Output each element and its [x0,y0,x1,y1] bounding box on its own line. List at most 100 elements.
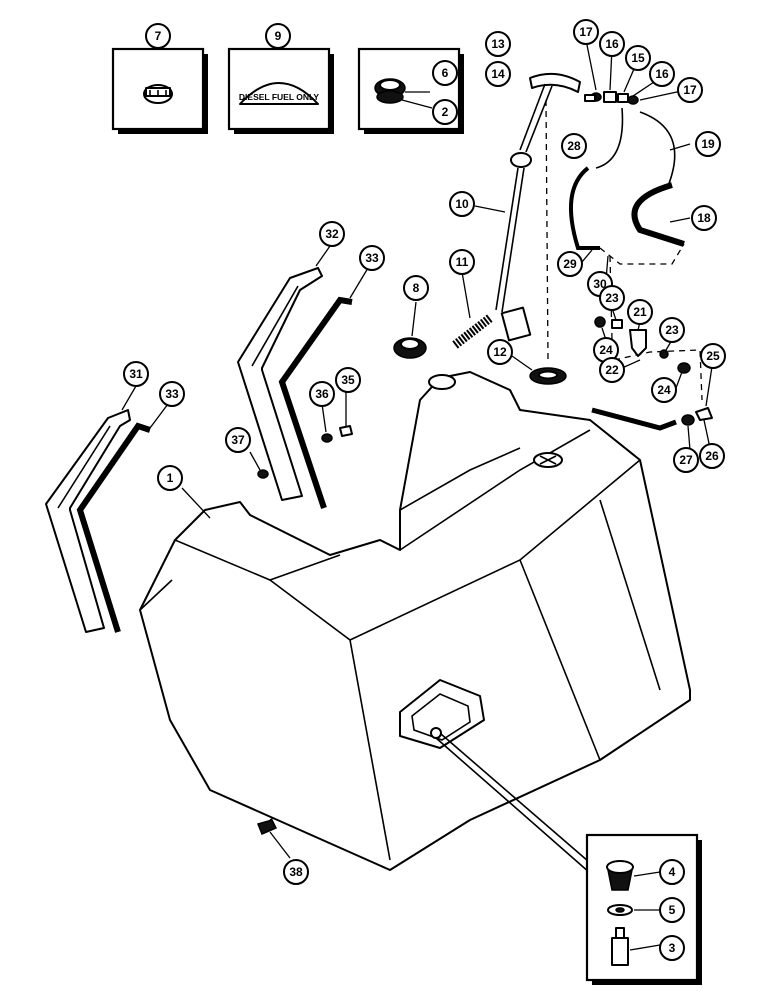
callout-label: 30 [593,277,607,291]
part-38 [256,819,291,859]
callout-label: 33 [365,251,379,265]
fittings-row [584,44,687,105]
callout-label: 24 [657,383,671,397]
callout-17b: 17 [677,77,703,103]
callout-label: 8 [413,281,420,295]
inset-decal: DIESEL FUEL ONLY [227,47,334,134]
callout-21: 21 [627,299,653,325]
callout-36: 36 [309,381,335,407]
callout-label: 16 [605,37,619,51]
callouts: 7 9 6 2 13 14 17 16 15 16 17 28 19 10 18… [123,19,726,961]
strap-33-lower [76,403,169,633]
callout-label: 33 [165,387,179,401]
callout-1: 1 [157,465,183,491]
callout-label: 23 [605,291,619,305]
hoses-19-29 [568,107,691,281]
callout-24b: 24 [651,377,677,403]
grommet-parts [393,301,567,385]
callout-16a: 16 [599,31,625,57]
callout-4: 4 [659,859,685,885]
callout-label: 13 [491,37,505,51]
callout-3: 3 [659,935,685,961]
callout-25: 25 [700,343,726,369]
fuel-tank [139,371,691,871]
callout-31: 31 [123,361,149,387]
callout-18: 18 [691,205,717,231]
callout-19: 19 [695,131,721,157]
callout-10: 10 [449,191,475,217]
callout-2: 2 [432,99,458,125]
hardware-35-36-37 [249,392,353,479]
callout-28: 28 [561,133,587,159]
callout-label: 17 [683,83,697,97]
callout-label: 25 [706,349,720,363]
callout-label: 7 [155,29,162,43]
callout-8: 8 [403,275,429,301]
callout-37: 37 [225,427,251,453]
callout-label: 19 [701,137,715,151]
callout-label: 9 [275,29,282,43]
callout-label: 37 [231,433,245,447]
callout-label: 2 [442,105,449,119]
callout-24a: 24 [593,337,619,363]
callout-32: 32 [319,221,345,247]
callout-15: 15 [625,45,651,71]
callout-label: 28 [567,139,581,153]
callout-23a: 23 [599,285,625,311]
callout-6: 6 [432,60,458,86]
callout-label: 31 [129,367,143,381]
decal-label: DIESEL FUEL ONLY [239,92,319,102]
callout-29: 29 [557,251,583,277]
callout-label: 18 [697,211,711,225]
callout-label: 15 [631,51,645,65]
callout-label: 21 [633,305,647,319]
callout-27: 27 [673,447,699,473]
callout-label: 29 [563,257,577,271]
callout-12: 12 [487,339,513,365]
callout-label: 6 [442,66,449,80]
callout-14: 14 [485,61,511,87]
callout-33a: 33 [359,245,385,271]
callout-label: 12 [493,345,507,359]
callout-label: 36 [315,387,329,401]
callout-17a: 17 [573,19,599,45]
strap-33-upper [278,267,369,509]
bracket-31 [45,385,137,633]
callout-label: 16 [655,67,669,81]
callout-38: 38 [283,859,309,885]
callout-label: 32 [325,227,339,241]
callout-label: 1 [167,471,174,485]
callout-label: 27 [679,453,693,467]
callout-label: 4 [669,865,676,879]
callout-label: 38 [289,865,303,879]
inset-fuel-cap [111,47,208,134]
bracket-32 [237,245,331,501]
callout-label: 10 [455,197,469,211]
callout-label: 22 [605,363,619,377]
callout-label: 35 [341,373,355,387]
callout-label: 26 [705,449,719,463]
callout-label: 17 [579,25,593,39]
callout-16b: 16 [649,61,675,87]
callout-22: 22 [599,357,625,383]
callout-33b: 33 [159,381,185,407]
sender-hose-11 [452,271,493,349]
drain-leader [435,733,604,881]
callout-13: 13 [485,31,511,57]
callout-35: 35 [335,367,361,393]
callout-label: 3 [669,941,676,955]
fuel-sender-assembly [474,72,581,342]
callout-label: 14 [491,67,505,81]
callout-label: 23 [665,323,679,337]
callout-label: 24 [599,343,613,357]
callout-7: 7 [145,23,171,49]
callout-5: 5 [659,897,685,923]
callout-label: 11 [456,255,469,269]
callout-23b: 23 [659,317,685,343]
callout-11: 11 [449,249,475,275]
callout-label: 5 [669,903,676,917]
callout-26: 26 [699,443,725,469]
callout-9: 9 [265,23,291,49]
